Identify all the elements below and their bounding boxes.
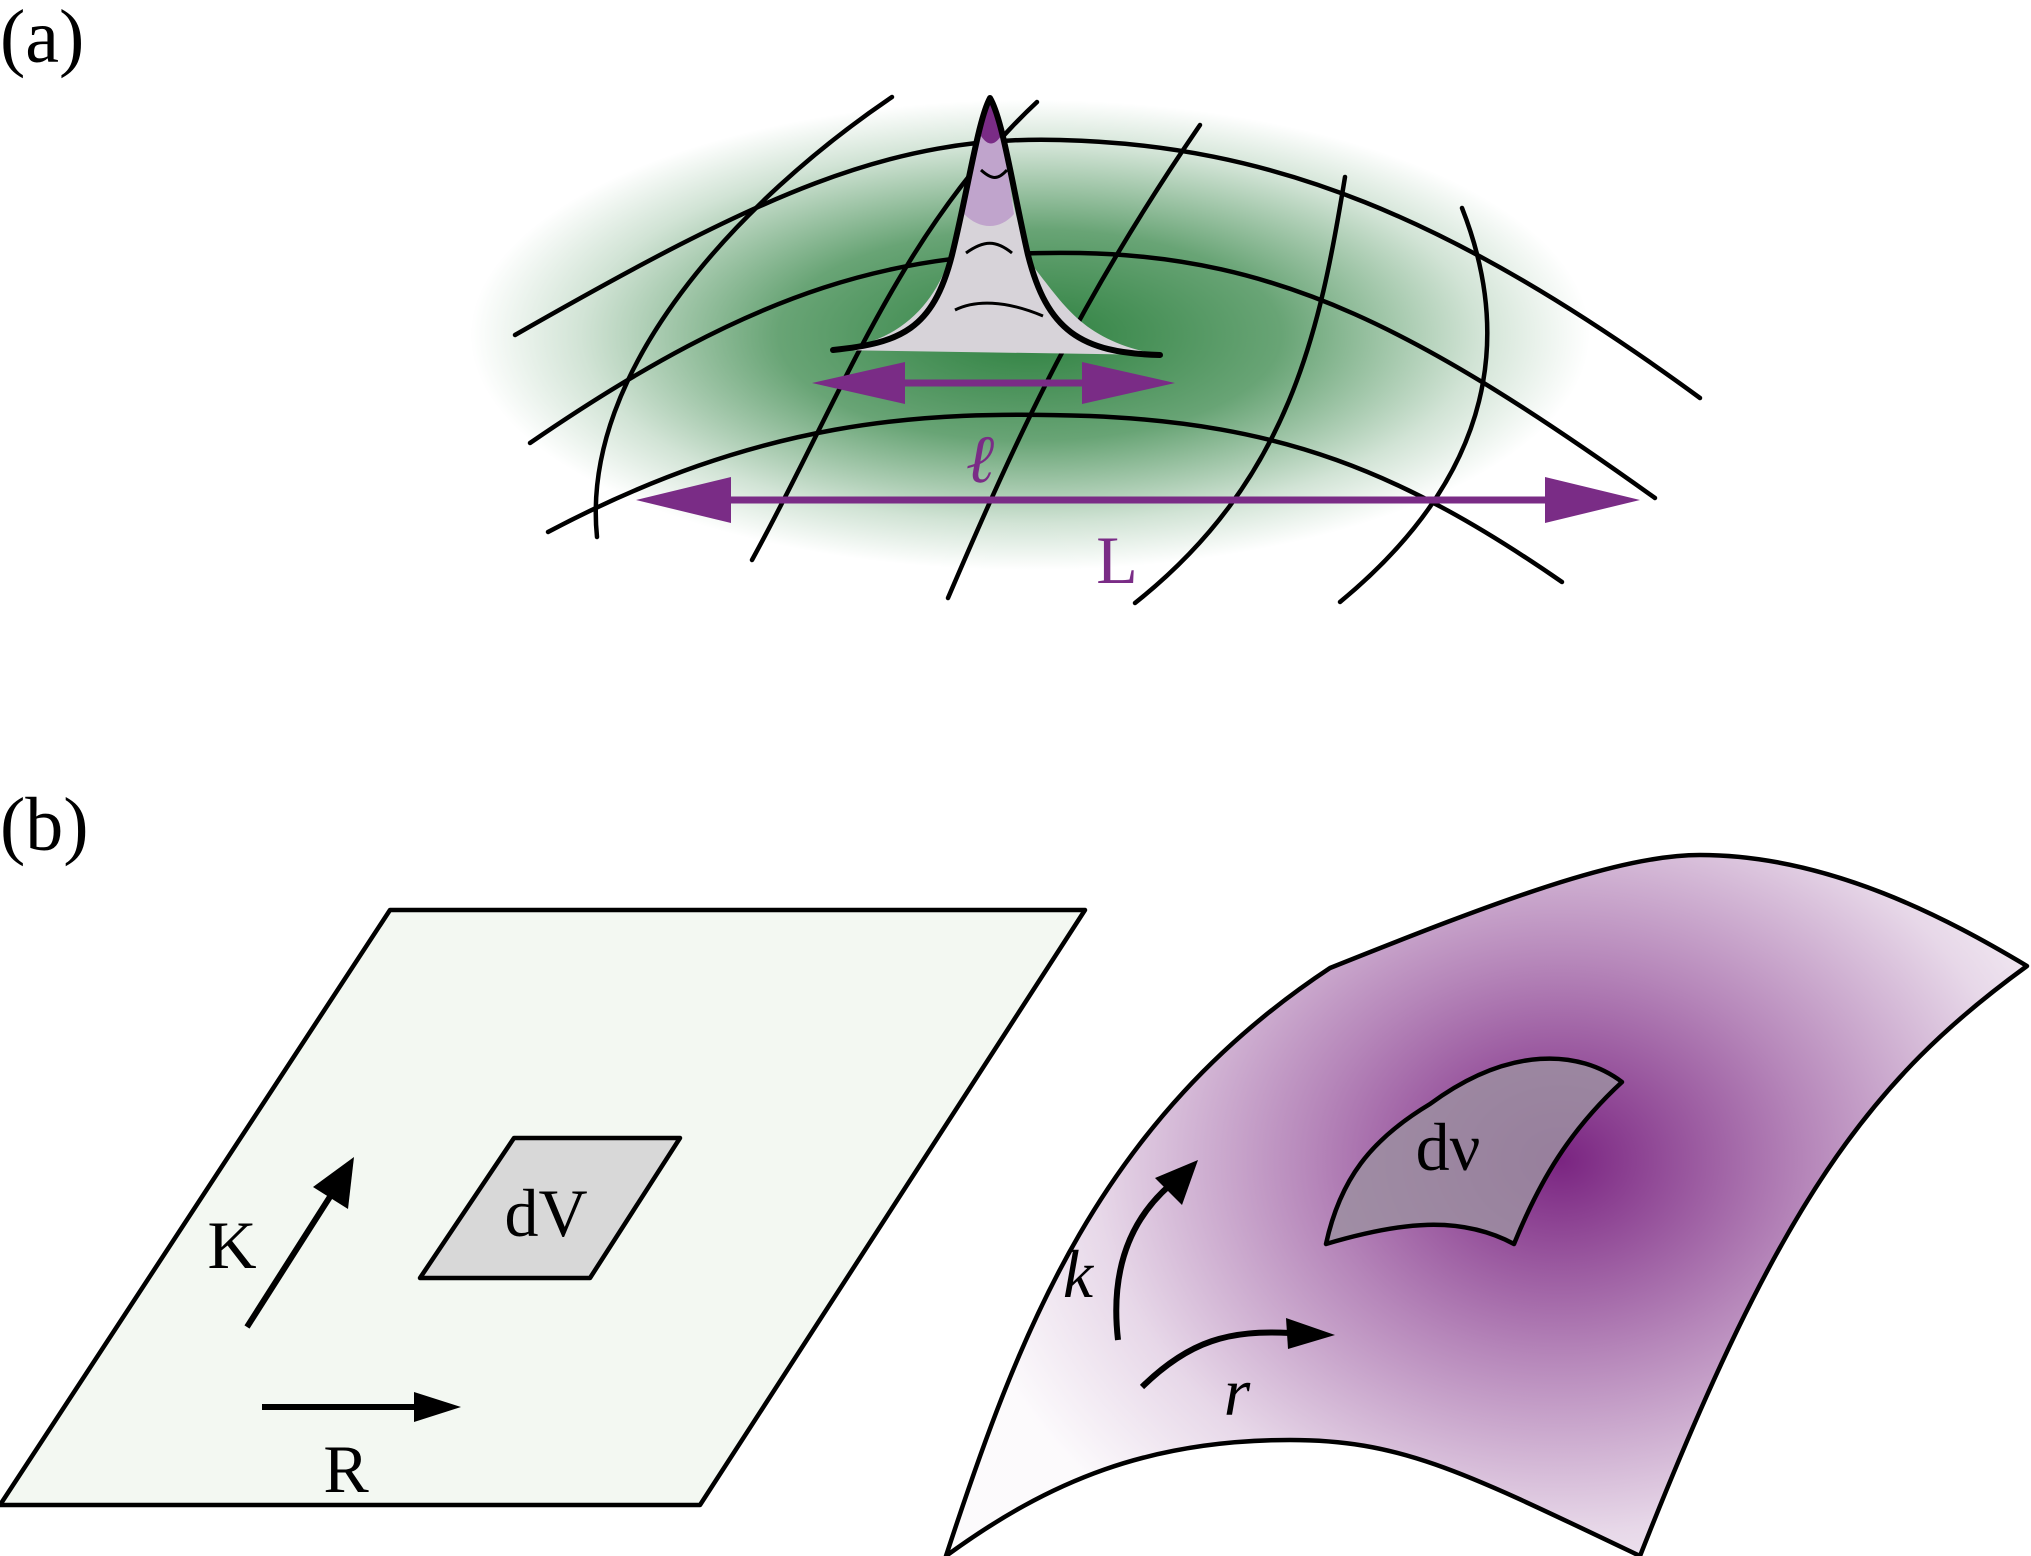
curved-sheet: dν k r (943, 852, 2030, 1556)
grid-line-h2 (527, 250, 1658, 501)
flat-volume-label: dV (504, 1175, 587, 1251)
peak-band-line-2 (965, 241, 1013, 255)
flat-momentum-arrowhead (313, 1157, 354, 1209)
flat-momentum-arrow (244, 1190, 336, 1329)
grid-line-h3 (545, 412, 1565, 585)
flat-sheet: dV K R (0, 907, 1088, 1508)
peak-band-line-3 (954, 301, 1044, 318)
panel-b: (b) dV K R dν k r (0, 783, 2030, 1556)
peak-base-fill (833, 98, 1160, 355)
curvilinear-grid (512, 94, 1703, 606)
peak-outline (830, 95, 1163, 358)
grid-line-v1 (593, 94, 895, 540)
curved-momentum-arrow (1113, 1182, 1172, 1341)
flat-volume-element (417, 1135, 683, 1281)
panel-a: (a) ℓ (0, 0, 1703, 606)
peak-mid-band (964, 98, 1014, 226)
grid-line-v5 (1337, 205, 1490, 605)
curved-position-arrowhead (1286, 1318, 1335, 1349)
curved-volume-element (1323, 1056, 1625, 1247)
small-scale-label: ℓ (966, 421, 994, 497)
panel-a-label: (a) (0, 0, 84, 79)
grid-line-v3 (945, 122, 1203, 601)
small-scale-arrow (812, 362, 1175, 404)
curved-momentum-label: k (1063, 1236, 1095, 1312)
large-scale-arrow (636, 477, 1640, 523)
curved-position-label: r (1224, 1354, 1251, 1430)
curved-momentum-arrowhead (1155, 1160, 1198, 1205)
localized-peak (830, 95, 1163, 358)
flat-position-label: R (323, 1431, 369, 1507)
grid-line-h1 (512, 137, 1703, 401)
flat-momentum-label: K (207, 1207, 256, 1283)
curved-volume-label: dν (1416, 1109, 1481, 1185)
curved-position-arrow (1139, 1329, 1291, 1390)
peak-band-line-1 (979, 168, 1009, 179)
peak-tip (981, 98, 1001, 144)
large-scale-label: L (1096, 522, 1138, 598)
flat-position-arrowhead (414, 1392, 461, 1422)
grid-line-v4 (1132, 174, 1348, 606)
panel-b-label: (b) (0, 783, 89, 867)
